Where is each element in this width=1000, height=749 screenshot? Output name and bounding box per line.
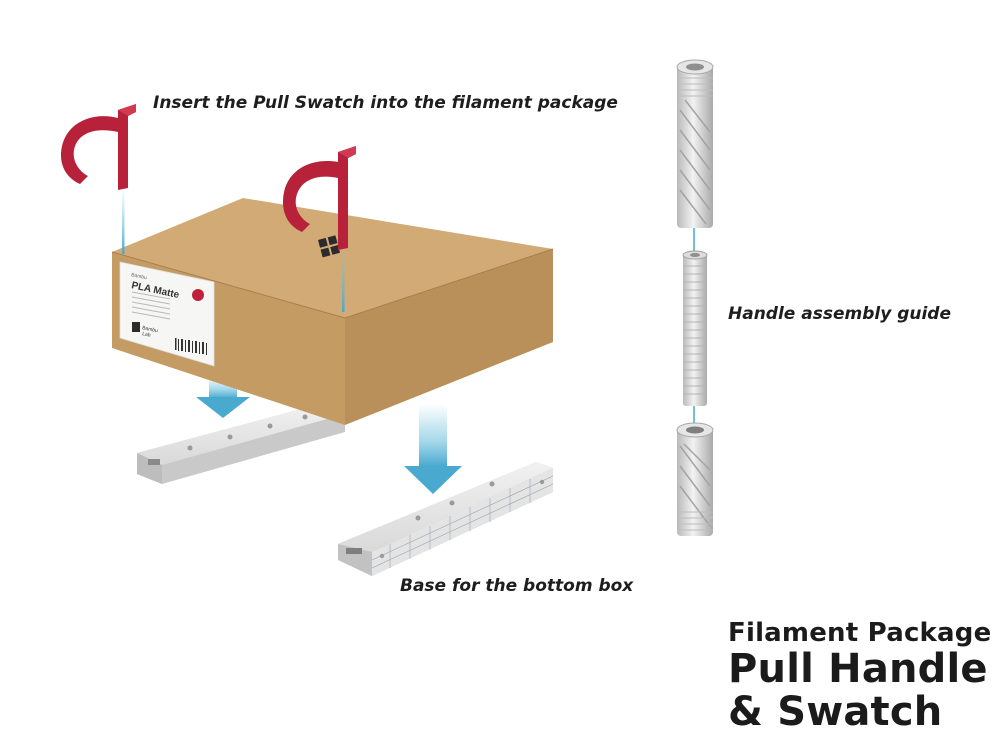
- guide-line-handle-2: [693, 406, 695, 428]
- handle-middle-rod: [682, 250, 708, 406]
- title-line-1: Filament Package: [728, 618, 992, 648]
- guide-line-left: [122, 186, 125, 254]
- handle-bottom-segment: [676, 422, 714, 536]
- filament-box: [111, 198, 554, 425]
- title-line-2: Pull Handle: [728, 646, 988, 692]
- title-block: Filament Package Pull Handle & Swatch: [728, 618, 991, 734]
- barcode: [175, 338, 207, 355]
- caption-pull-swatch: Insert the Pull Swatch into the filament…: [153, 93, 618, 113]
- handle-top-segment: [676, 59, 714, 228]
- label-logo-icon: [132, 322, 140, 332]
- title-line-3: & Swatch: [728, 689, 943, 735]
- label-lines: [131, 291, 171, 320]
- caption-handle-guide: Handle assembly guide: [728, 304, 951, 324]
- box-logo-icon: [318, 235, 341, 258]
- drop-arrow-right: [404, 404, 462, 494]
- base-bottom-box: [338, 462, 554, 576]
- color-dot: [192, 289, 204, 301]
- label-logo-text-1: Bambu: [142, 325, 159, 334]
- guide-line-handle-1: [693, 228, 695, 254]
- label-logo-text-2: Lab: [142, 331, 152, 339]
- pull-swatch-hook-left: [60, 104, 137, 190]
- label-brand: Bambu: [131, 272, 148, 281]
- base-under-box: [137, 404, 345, 484]
- pull-swatch-hook-right: [282, 146, 356, 250]
- guide-line-right: [342, 246, 345, 312]
- caption-base-bottom: Base for the bottom box: [400, 576, 634, 596]
